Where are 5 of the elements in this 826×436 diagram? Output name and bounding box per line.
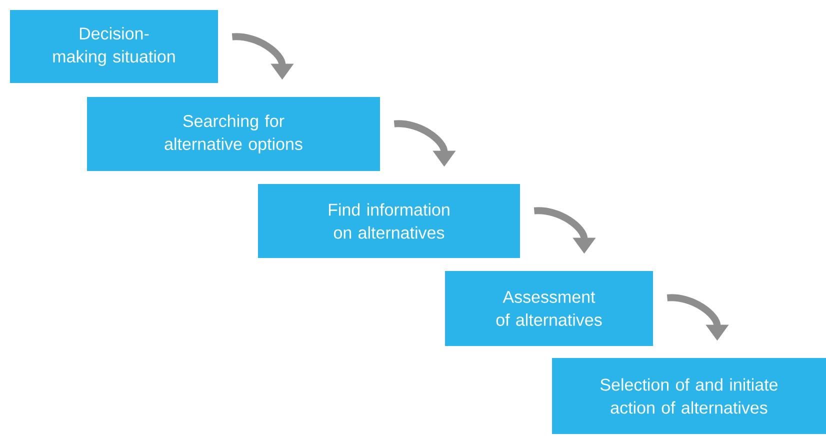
process-box: Decision-making situation [10,10,218,83]
process-box: Selection of and initiate action of alternatives [552,358,826,434]
process-box: Assessment of alternatives [445,271,654,346]
process-box: Searching for alternative options [87,97,380,171]
process-box: Find information on alternatives [258,184,520,258]
